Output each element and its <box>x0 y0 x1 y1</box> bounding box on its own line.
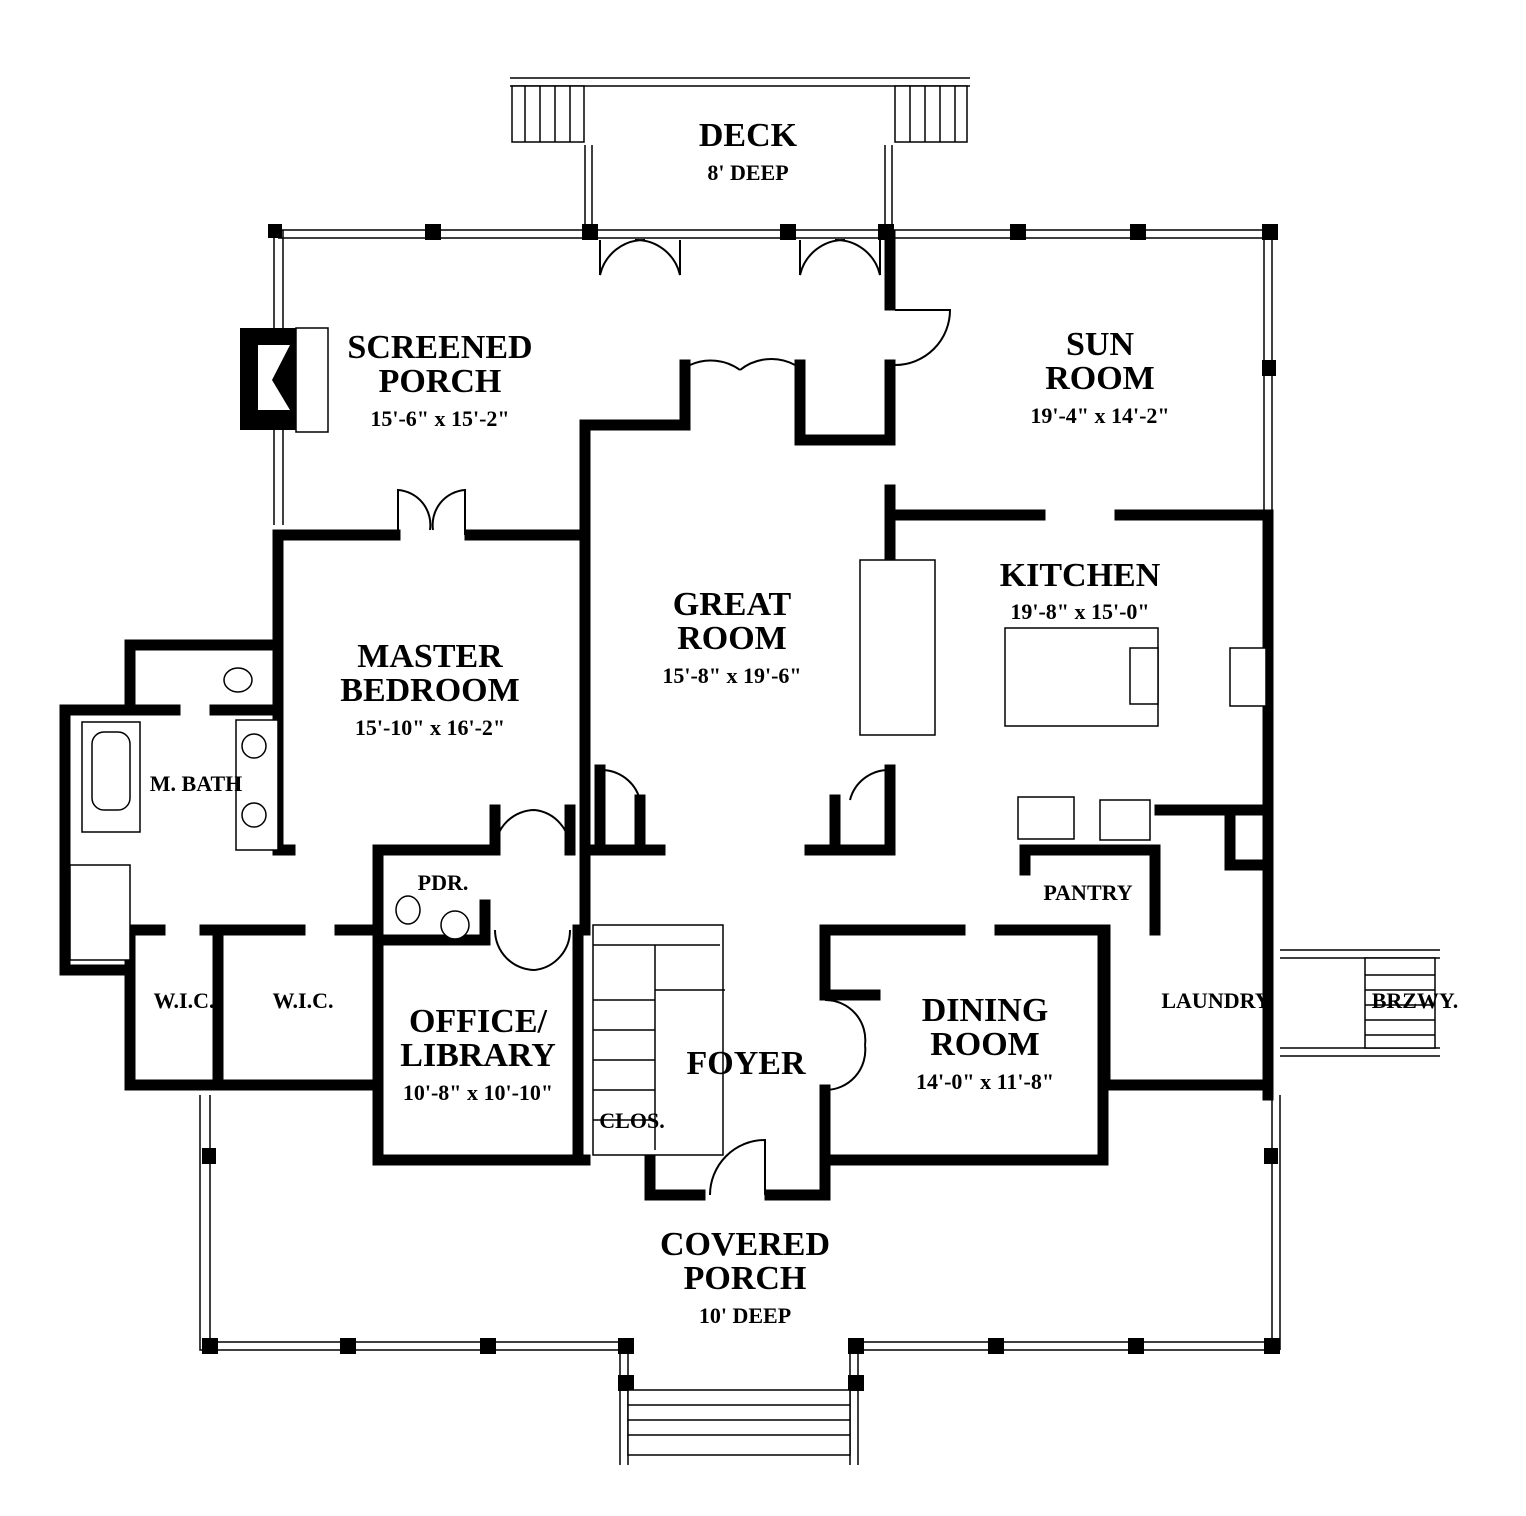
office-size: 10'-8" x 10'-10" <box>403 1080 553 1105</box>
dining-room-label-2: ROOM <box>930 1026 1040 1063</box>
pantry-label: PANTRY <box>1043 880 1132 905</box>
breezeway-label: BRZWY. <box>1372 988 1459 1013</box>
foyer-label: FOYER <box>687 1045 806 1082</box>
sun-room-label: SUN <box>1066 326 1134 363</box>
office-label: OFFICE/ <box>409 1003 547 1040</box>
covered-porch-size: 10' DEEP <box>699 1303 791 1328</box>
great-room-label: GREAT <box>673 586 792 623</box>
deck-label: DECK <box>699 117 798 154</box>
covered-porch-label-2: PORCH <box>684 1260 807 1297</box>
office-label-2: LIBRARY <box>400 1037 556 1074</box>
walls <box>59 224 1440 1465</box>
closet-label: CLOS. <box>599 1108 664 1133</box>
wic-label-2: W.I.C. <box>273 988 334 1013</box>
sun-room-label-2: ROOM <box>1045 360 1155 397</box>
screened-porch-label-2: PORCH <box>379 363 502 400</box>
deck <box>510 77 970 230</box>
deck-size: 8' DEEP <box>707 160 788 185</box>
screened-porch-size: 15'-6" x 15'-2" <box>370 406 509 431</box>
sun-room-size: 19'-4" x 14'-2" <box>1030 403 1169 428</box>
master-bath-label: M. BATH <box>150 771 242 796</box>
kitchen-label: KITCHEN <box>1000 557 1161 594</box>
laundry-label: LAUNDRY <box>1161 988 1270 1013</box>
wic-label-1: W.I.C. <box>154 988 215 1013</box>
covered-porch-label: COVERED <box>660 1226 830 1263</box>
great-room-label-2: ROOM <box>677 620 787 657</box>
screened-porch-label: SCREENED <box>347 329 532 366</box>
master-bedroom-size: 15'-10" x 16'-2" <box>355 715 505 740</box>
dining-room-label: DINING <box>922 992 1049 1029</box>
dining-room-size: 14'-0" x 11'-8" <box>916 1069 1054 1094</box>
master-bedroom-label: MASTER <box>357 638 503 675</box>
kitchen-size: 19'-8" x 15'-0" <box>1010 599 1149 624</box>
powder-label: PDR. <box>418 870 469 895</box>
great-room-size: 15'-8" x 19'-6" <box>662 663 801 688</box>
master-bedroom-label-2: BEDROOM <box>340 672 519 709</box>
